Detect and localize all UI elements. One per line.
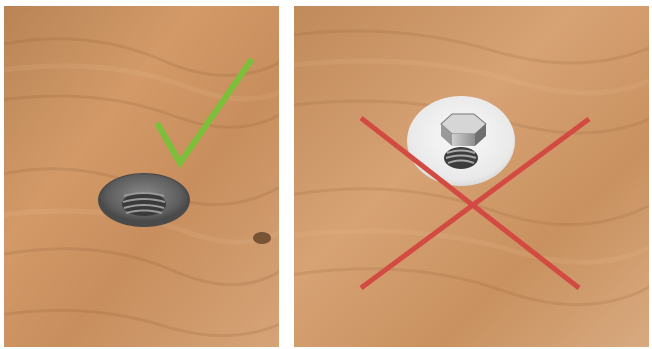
wood-knot xyxy=(253,232,271,244)
correct-installation-panel xyxy=(4,6,279,347)
incorrect-installation-panel xyxy=(294,6,649,347)
protruding-hex-nut-insert xyxy=(407,96,515,186)
wood-surface-right xyxy=(294,6,649,347)
flush-threaded-insert xyxy=(98,173,190,227)
wood-surface-left xyxy=(4,6,279,347)
